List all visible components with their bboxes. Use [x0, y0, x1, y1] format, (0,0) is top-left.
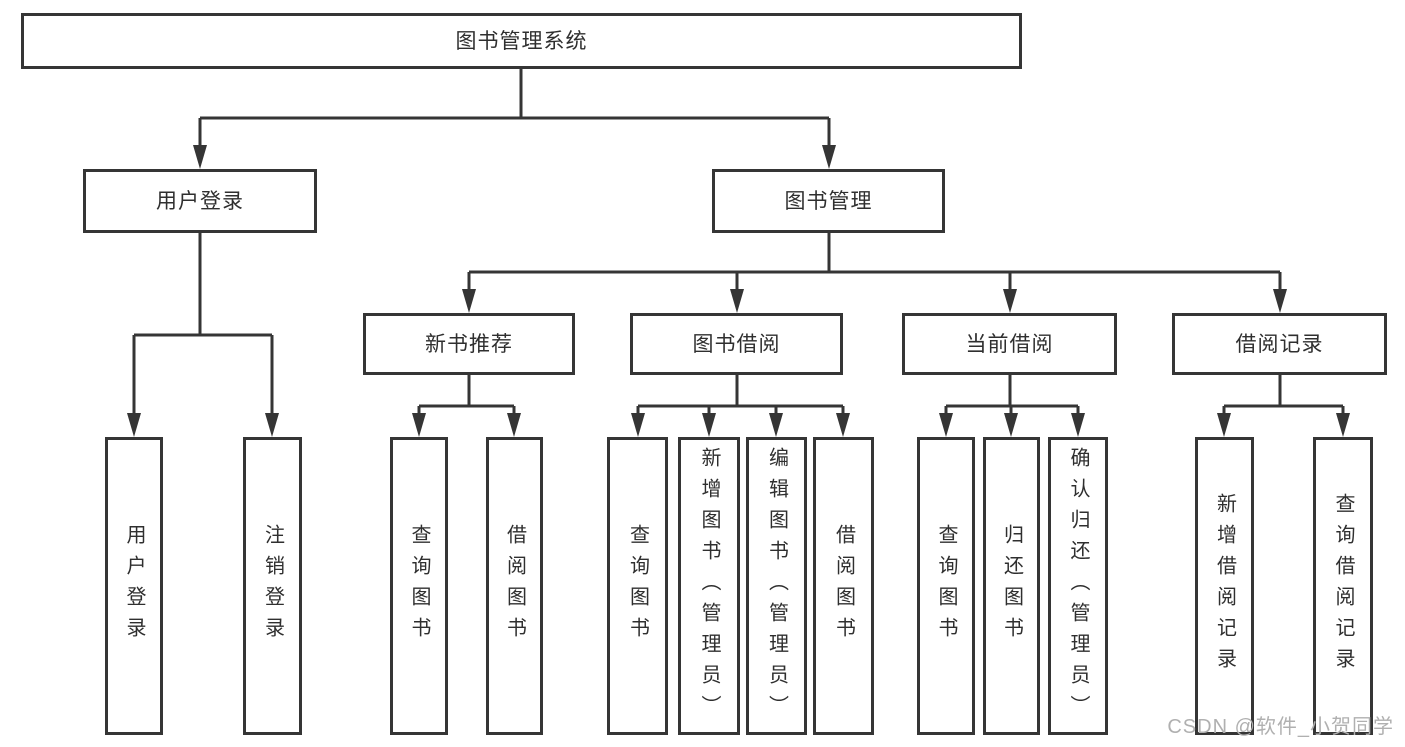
node-user-login: 用户登录	[83, 169, 317, 233]
leaf-query-book-borrow-label: 查询图书	[626, 524, 649, 648]
leaf-borrow-book-recommend-label: 借阅图书	[503, 524, 526, 648]
leaf-query-book-current-label: 查询图书	[935, 524, 957, 648]
node-new-book-recommend: 新书推荐	[363, 313, 575, 375]
leaf-user-login: 用户登录	[105, 437, 163, 735]
leaf-borrow-book-recommend: 借阅图书	[486, 437, 543, 735]
leaf-logout-label: 注销登录	[261, 524, 284, 648]
leaf-query-book-recommend-label: 查询图书	[408, 524, 430, 648]
leaf-query-borrow-record: 查询借阅记录	[1313, 437, 1373, 735]
leaf-query-book-borrow: 查询图书	[607, 437, 668, 735]
leaf-edit-book-admin: 编辑图书（管理员）	[746, 437, 807, 735]
node-new-book-recommend-label: 新书推荐	[425, 332, 513, 356]
leaf-return-book-label: 归还图书	[1000, 524, 1023, 648]
node-user-login-label: 用户登录	[156, 189, 244, 213]
node-borrow-records-label: 借阅记录	[1235, 332, 1324, 356]
node-current-borrow: 当前借阅	[902, 313, 1117, 375]
leaf-borrow-book: 借阅图书	[813, 437, 874, 735]
arrowheads	[127, 145, 1350, 437]
leaf-borrow-book-label: 借阅图书	[832, 524, 855, 648]
leaf-edit-book-admin-label: 编辑图书（管理员）	[765, 446, 788, 726]
node-book-management-label: 图书管理	[784, 189, 873, 213]
leaf-query-book-recommend: 查询图书	[390, 437, 448, 735]
watermark: CSDN @软件_小贺同学	[1167, 716, 1394, 738]
leaf-add-book-admin-label: 新增图书（管理员）	[698, 446, 720, 726]
node-borrow-records: 借阅记录	[1172, 313, 1387, 375]
node-book-borrow: 图书借阅	[630, 313, 843, 375]
leaf-return-book: 归还图书	[983, 437, 1040, 735]
node-root: 图书管理系统	[21, 13, 1022, 69]
node-root-label: 图书管理系统	[455, 29, 588, 53]
leaf-user-login-label: 用户登录	[123, 524, 145, 648]
leaf-add-book-admin: 新增图书（管理员）	[678, 437, 740, 735]
leaf-add-borrow-record: 新增借阅记录	[1195, 437, 1254, 735]
leaf-logout: 注销登录	[243, 437, 302, 735]
node-current-borrow-label: 当前借阅	[965, 332, 1054, 356]
leaf-confirm-return-admin-label: 确认归还（管理员）	[1067, 446, 1089, 726]
leaf-confirm-return-admin: 确认归还（管理员）	[1048, 437, 1108, 735]
node-book-management: 图书管理	[712, 169, 945, 233]
leaf-query-borrow-record-label: 查询借阅记录	[1332, 493, 1354, 679]
leaf-add-borrow-record-label: 新增借阅记录	[1213, 493, 1236, 679]
node-book-borrow-label: 图书借阅	[692, 332, 781, 356]
leaf-query-book-current: 查询图书	[917, 437, 975, 735]
